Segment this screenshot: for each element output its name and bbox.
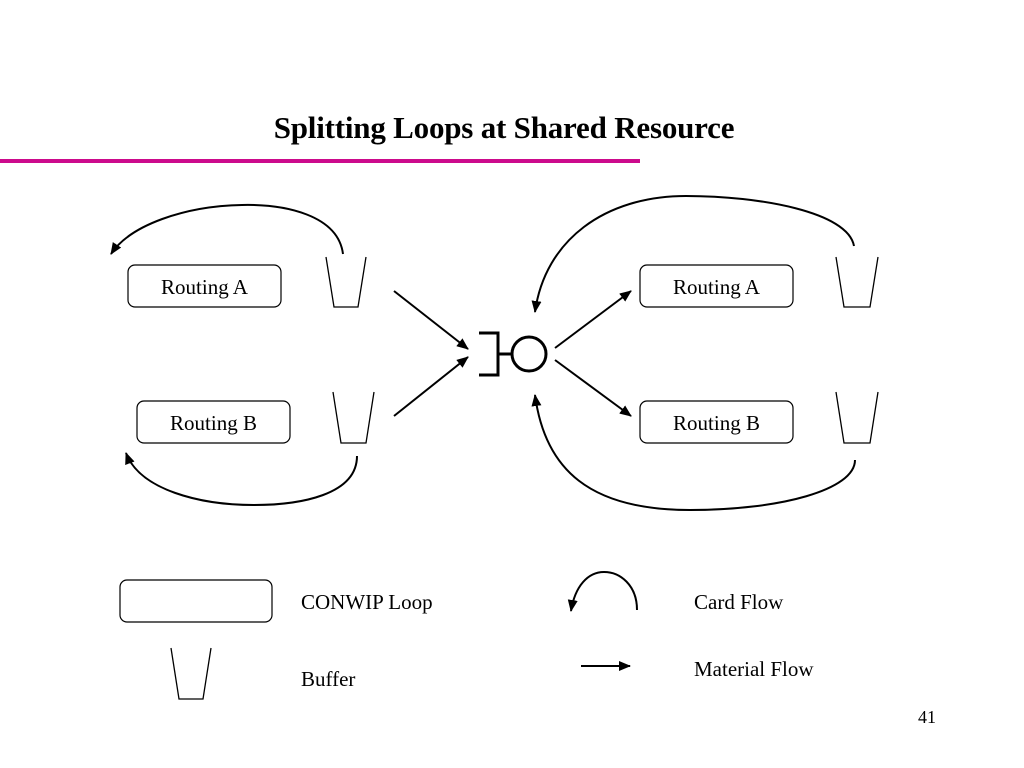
left-buffer-a-icon: [325, 256, 367, 308]
left-material-flow-b-arrow: [393, 356, 469, 417]
page-number: 41: [918, 707, 936, 727]
left-routing-a-box: Routing A: [127, 264, 282, 308]
right-material-flow-b-arrow: [554, 359, 632, 417]
right-material-flow-a-arrow: [554, 290, 632, 349]
legend-buffer-icon: [170, 647, 212, 700]
right-routing-b-box: Routing B: [639, 400, 794, 444]
right-buffer-b-icon: [835, 391, 879, 444]
right-routing-a-box: Routing A: [639, 264, 794, 308]
left-material-flow-a-arrow: [393, 290, 469, 350]
left-card-flow-a-arrow: [110, 203, 344, 255]
right-routing-b-label: Routing B: [673, 411, 760, 435]
title-rule: [0, 159, 640, 163]
right-buffer-a-icon: [835, 256, 879, 308]
slide-title: Splitting Loops at Shared Resource: [273, 110, 735, 145]
legend-card-flow-arrow: [567, 570, 638, 612]
left-card-flow-b-arrow: [125, 452, 358, 507]
legend-conwip-loop-swatch: [119, 579, 273, 623]
legend-buffer-label: Buffer: [301, 667, 356, 691]
left-routing-a-label: Routing A: [161, 275, 249, 299]
left-routing-b-box: Routing B: [136, 400, 291, 444]
right-card-flow-a-arrow: [531, 194, 855, 313]
legend-conwip-loop-label: CONWIP Loop: [301, 590, 433, 614]
shared-station-icon: [479, 331, 548, 377]
left-routing-b-label: Routing B: [170, 411, 257, 435]
right-card-flow-b-arrow: [531, 394, 856, 512]
left-buffer-b-icon: [332, 391, 375, 444]
legend-card-flow-label: Card Flow: [694, 590, 784, 614]
legend-material-flow-label: Material Flow: [694, 657, 814, 681]
right-routing-a-label: Routing A: [673, 275, 761, 299]
